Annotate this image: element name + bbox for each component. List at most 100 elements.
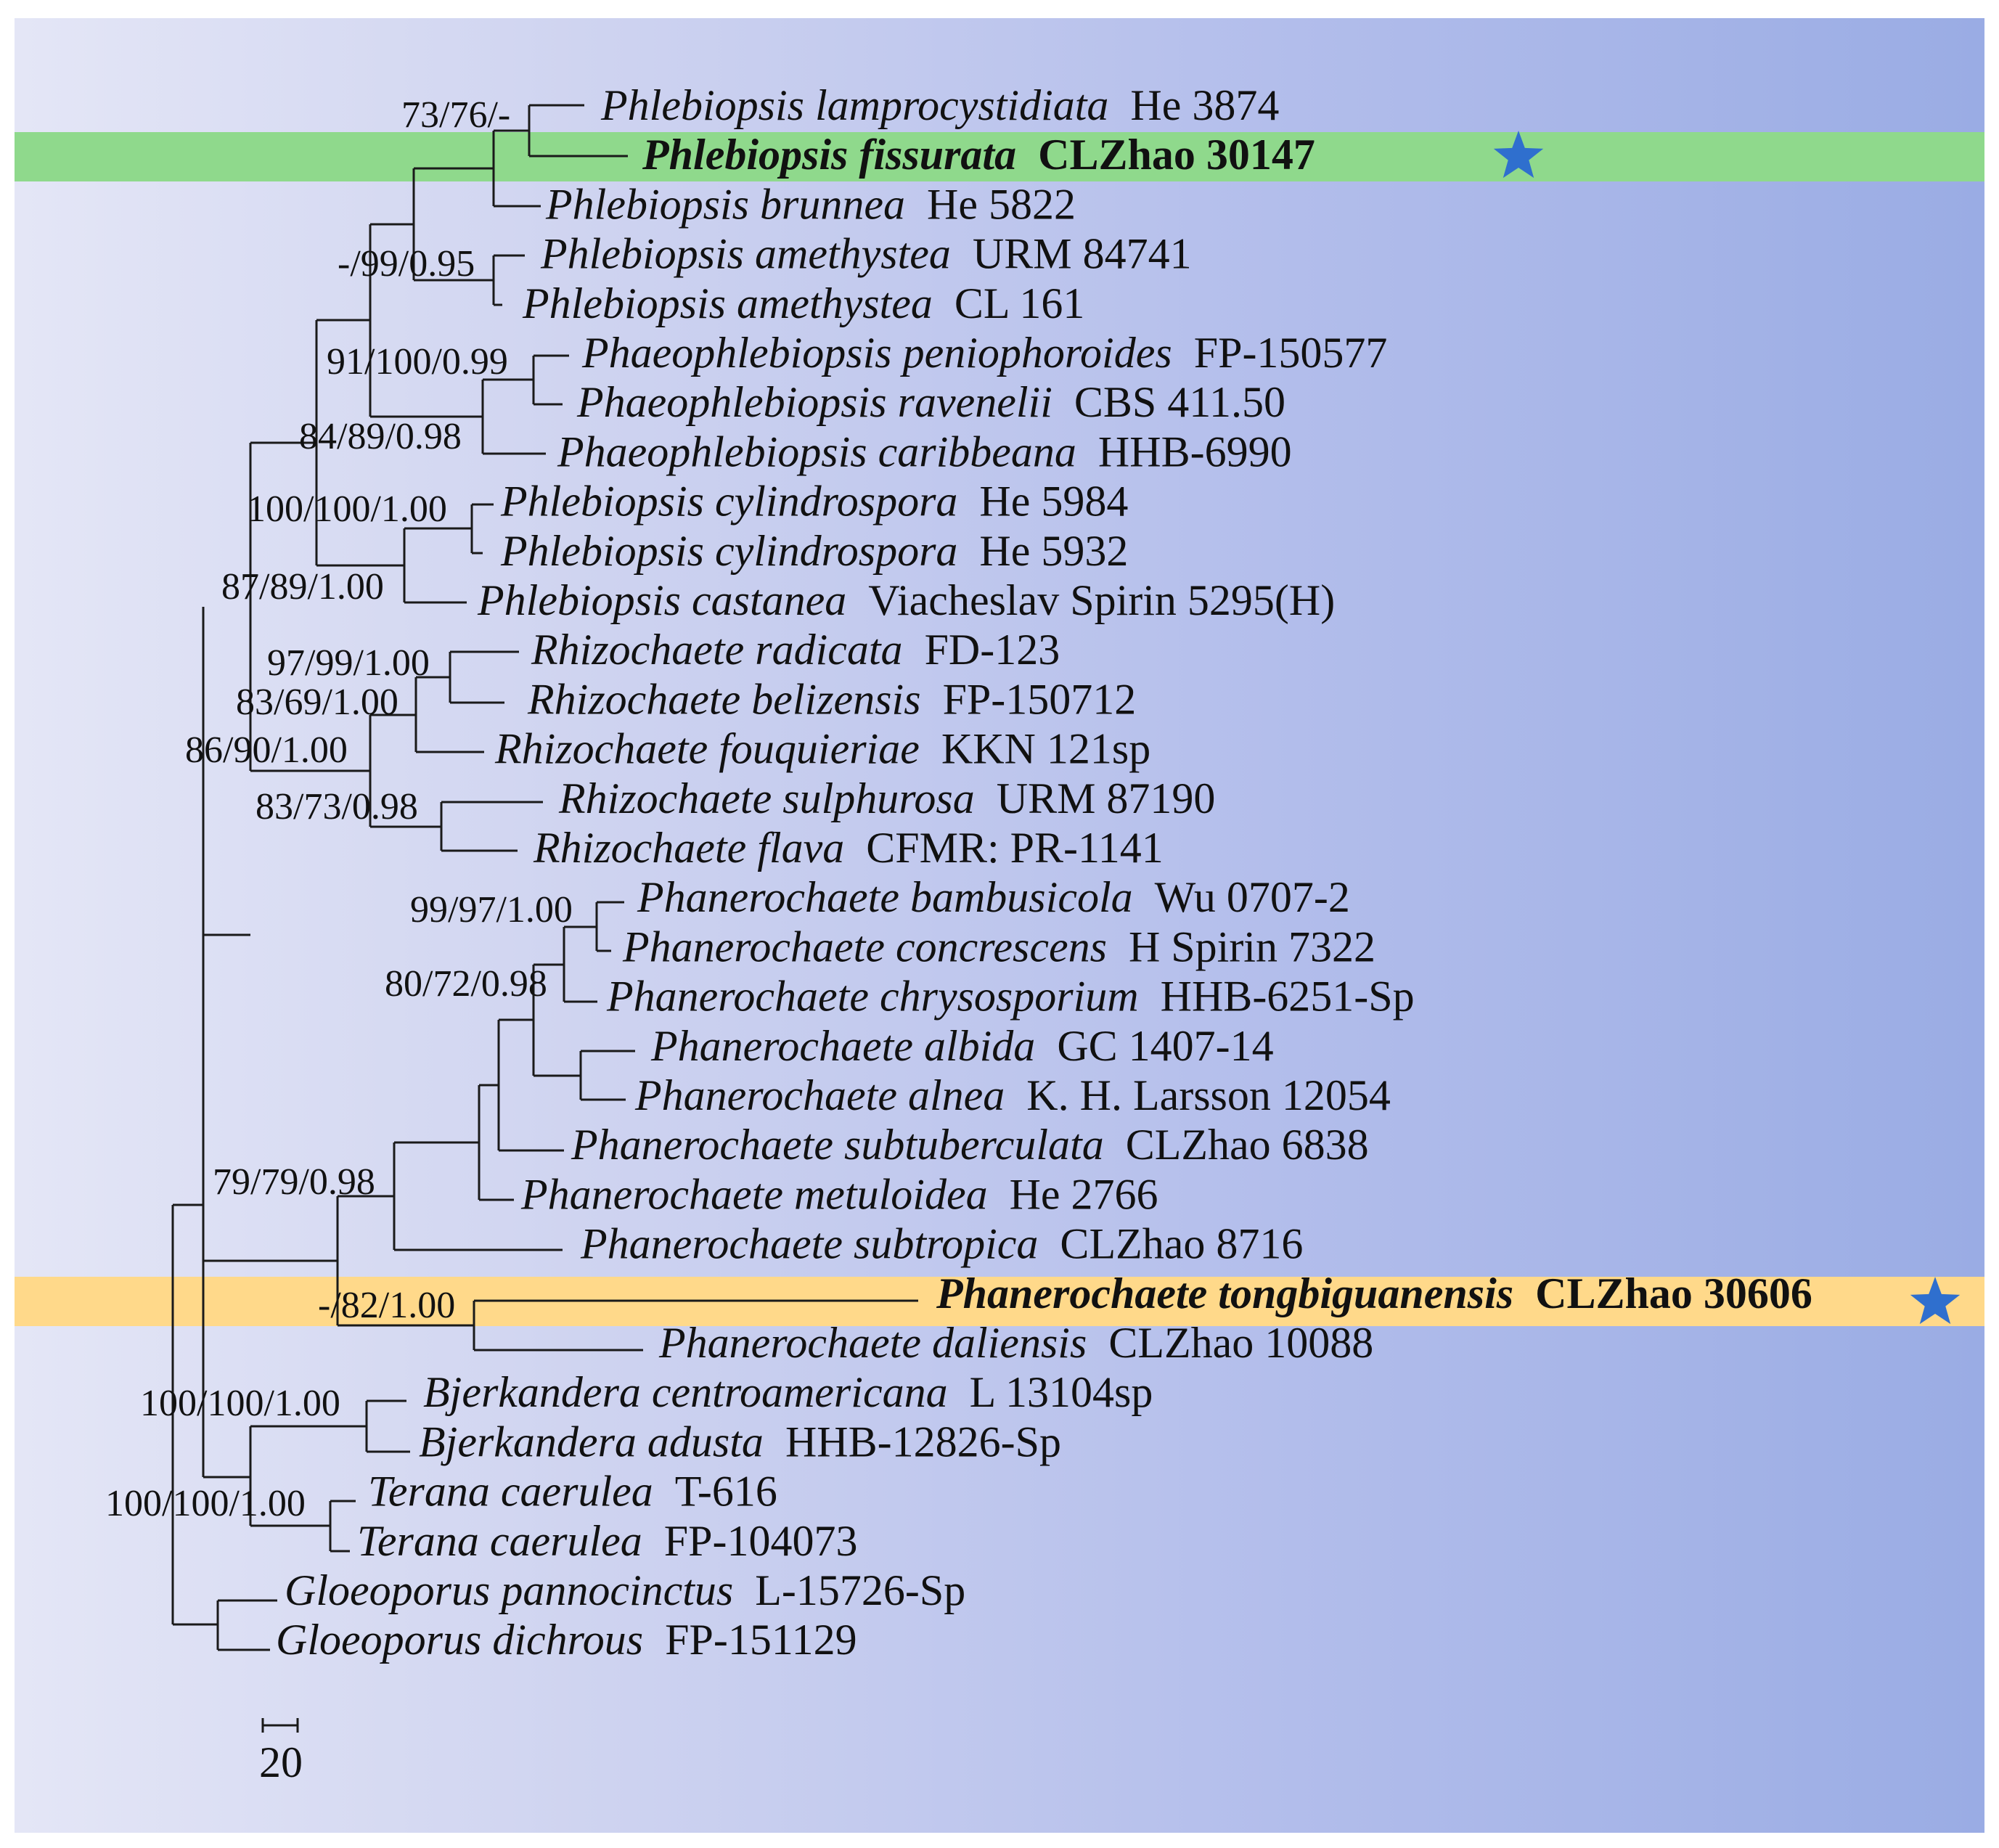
taxon-voucher: He 5984	[979, 478, 1128, 526]
taxon-species: Phanerochaete tongbiguanensis	[936, 1270, 1513, 1317]
taxon-voucher: CLZhao 10088	[1108, 1319, 1373, 1367]
taxon-label: Gloeoporus pannocinctus L-15726-Sp	[285, 1566, 965, 1614]
taxon-species: Gloeoporus pannocinctus	[285, 1566, 733, 1614]
taxon-voucher: KKN 121sp	[941, 725, 1150, 773]
taxon-species: Phanerochaete daliensis	[658, 1319, 1087, 1367]
taxon-species: Phlebiopsis fissurata	[642, 131, 1016, 179]
taxon-label: Phlebiopsis fissurata CLZhao 30147	[642, 131, 1315, 179]
taxon-voucher: URM 87190	[997, 774, 1216, 822]
highlight-stars	[1493, 131, 1961, 1325]
taxon-label: Bjerkandera centroamericana L 13104sp	[423, 1368, 1153, 1416]
support-value: 83/69/1.00	[236, 682, 398, 723]
taxon-species: Phlebiopsis cylindrospora	[500, 527, 957, 575]
scale-bar-label: 20	[259, 1738, 303, 1786]
taxon-species: Phaeophlebiopsis ravenelii	[576, 378, 1052, 426]
branch	[216, 1599, 277, 1651]
taxon-voucher: L 13104sp	[970, 1368, 1153, 1416]
taxon-voucher: CBS 411.50	[1074, 378, 1285, 426]
taxon-voucher: CLZhao 30147	[1038, 131, 1315, 179]
taxon-species: Bjerkandera centroamericana	[423, 1368, 948, 1416]
taxon-voucher: HHB-12826-Sp	[785, 1418, 1061, 1465]
taxon-label: Phaeophlebiopsis ravenelii CBS 411.50	[576, 378, 1285, 426]
taxon-voucher: Viacheslav Spirin 5295(H)	[868, 576, 1335, 624]
taxon-species: Rhizochaete radicata	[531, 626, 903, 674]
taxon-species: Phlebiopsis lamprocystidiata	[600, 81, 1108, 129]
taxon-label: Phlebiopsis brunnea He 5822	[545, 180, 1076, 228]
taxon-voucher: H Spirin 7322	[1129, 923, 1375, 970]
taxon-voucher: CFMR: PR-1141	[866, 824, 1164, 872]
taxon-label: Terana caerulea FP-104073	[357, 1517, 857, 1565]
highlight-band-tongbiguanensis	[15, 1277, 1984, 1326]
taxon-species: Rhizochaete sulphurosa	[558, 774, 975, 822]
taxon-voucher: He 3874	[1130, 81, 1279, 129]
taxon-voucher: HHB-6990	[1098, 428, 1292, 475]
branch	[365, 1399, 410, 1453]
taxon-voucher: He 5822	[927, 180, 1076, 228]
taxon-voucher: HHB-6251-Sp	[1161, 973, 1415, 1021]
taxon-species: Phlebiopsis castanea	[477, 576, 846, 624]
taxon-species: Terana caerulea	[368, 1468, 653, 1516]
taxon-species: Phanerochaete bambusicola	[637, 873, 1133, 921]
taxon-voucher: CL 161	[954, 279, 1084, 327]
taxon-voucher: GC 1407-14	[1057, 1022, 1273, 1070]
support-value: -/99/0.95	[338, 243, 475, 285]
support-value: 86/90/1.00	[185, 729, 348, 771]
branch	[595, 901, 624, 952]
taxon-voucher: He 5932	[979, 527, 1128, 575]
branch	[403, 527, 472, 604]
branch	[470, 503, 494, 555]
taxon-label: Phanerochaete bambusicola Wu 0707-2	[637, 873, 1350, 921]
taxon-species: Phlebiopsis amethystea	[522, 279, 933, 327]
taxon-label: Phlebiopsis castanea Viacheslav Spirin 52…	[477, 576, 1335, 624]
taxon-label: Phanerochaete daliensis CLZhao 10088	[658, 1319, 1373, 1367]
taxon-voucher: CLZhao 6838	[1126, 1121, 1369, 1169]
taxon-species: Phlebiopsis cylindrospora	[500, 478, 957, 526]
taxon-species: Terana caerulea	[357, 1517, 642, 1565]
taxon-voucher: L-15726-Sp	[755, 1566, 965, 1614]
taxon-species: Phanerochaete subtuberculata	[571, 1121, 1104, 1169]
branch	[579, 1050, 635, 1101]
tree-branches	[171, 104, 918, 1733]
branch	[440, 801, 543, 852]
taxon-voucher: FP-150577	[1194, 329, 1388, 377]
support-value: 84/89/0.98	[299, 416, 462, 457]
taxon-species: Phlebiopsis brunnea	[545, 180, 905, 228]
taxon-species: Phanerochaete metuloidea	[520, 1170, 988, 1218]
star-icon	[1493, 131, 1544, 179]
taxon-species: Phaeophlebiopsis peniophoroides	[581, 329, 1172, 377]
taxon-label: Phanerochaete subtuberculata CLZhao 6838	[571, 1121, 1369, 1169]
support-values: 73/76/--/99/0.9591/100/0.9984/89/0.98100…	[105, 94, 573, 1524]
taxon-label: Phlebiopsis cylindrospora He 5984	[500, 478, 1128, 526]
taxon-species: Bjerkandera adusta	[419, 1418, 764, 1465]
taxon-species: Phlebiopsis amethystea	[540, 230, 951, 278]
taxon-voucher: Wu 0707-2	[1155, 873, 1350, 921]
support-value: 100/100/1.00	[140, 1383, 340, 1424]
scale-bar-line	[261, 1718, 299, 1733]
support-value: -/82/1.00	[318, 1285, 455, 1326]
taxon-voucher: FP-104073	[664, 1517, 858, 1565]
taxon-label: Phanerochaete concrescens H Spirin 7322	[622, 923, 1375, 970]
branch	[449, 650, 519, 704]
taxon-label: Rhizochaete sulphurosa URM 87190	[558, 774, 1215, 822]
taxon-species: Phanerochaete concrescens	[622, 923, 1107, 970]
taxon-label: Phanerochaete alnea K. H. Larsson 12054	[634, 1071, 1391, 1119]
taxon-label: Rhizochaete flava CFMR: PR-1141	[533, 824, 1164, 872]
branch	[249, 441, 370, 772]
branch	[481, 378, 546, 455]
taxon-species: Rhizochaete flava	[533, 824, 844, 872]
support-value: 97/99/1.00	[267, 642, 430, 684]
branch	[563, 925, 597, 1003]
taxon-label: Phlebiopsis cylindrospora He 5932	[500, 527, 1128, 575]
taxon-voucher: K. H. Larsson 12054	[1026, 1071, 1391, 1119]
branch	[532, 354, 569, 406]
taxon-species: Phanerochaete alnea	[634, 1071, 1005, 1119]
